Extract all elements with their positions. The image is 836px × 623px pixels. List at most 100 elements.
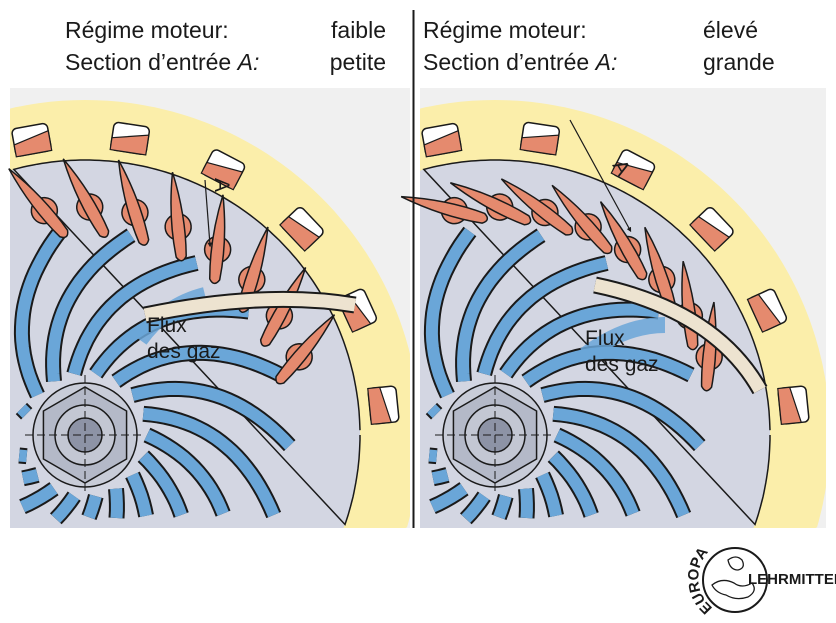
header-left: Régime moteur: faible Section d’entrée A… [65, 17, 386, 75]
speed-label: Régime moteur: [65, 17, 229, 43]
turbine-vane [110, 488, 123, 519]
globe-continents [711, 556, 755, 600]
turbine-vane [478, 257, 609, 376]
logo-text-bottom: LEHRMITTEL [748, 571, 836, 588]
housing-tooth [109, 121, 151, 156]
blade-body [551, 184, 613, 255]
tooth-insert [109, 134, 150, 156]
blade-body [275, 314, 336, 385]
turbine-vane [130, 382, 295, 450]
turbine-vane [549, 451, 597, 518]
turbine-vane [520, 488, 533, 519]
panel-high-speed [400, 88, 826, 528]
turbine-vane [144, 429, 229, 516]
turbine-vane [83, 494, 102, 520]
tooth-insert [689, 215, 731, 252]
turbine-vane [17, 404, 31, 419]
section-value: grande [703, 49, 775, 75]
guide-blade [62, 158, 110, 238]
turbine-vane [552, 407, 690, 518]
turbine-vane [68, 257, 199, 376]
turbine-vane [15, 227, 65, 398]
guide-blade [449, 182, 532, 226]
guide-blade [551, 184, 613, 255]
turbine-vane [540, 382, 705, 450]
housing-tooth [777, 385, 810, 426]
tooth-insert [746, 293, 782, 333]
housing-tooth [421, 122, 463, 158]
housing-tooth [279, 206, 324, 252]
turbine-vane [493, 494, 512, 520]
turbine-vane [522, 346, 694, 387]
turbine-vane [554, 429, 639, 516]
blade-body [449, 182, 532, 226]
guide-blade [599, 201, 648, 281]
guide-blade [237, 226, 269, 313]
blade-body [599, 201, 648, 281]
turbine-vane [461, 492, 490, 523]
blade-body [8, 168, 69, 239]
blade-body [500, 178, 574, 236]
flow-arrow [593, 278, 766, 394]
housing-tooth [746, 288, 788, 333]
housing-tooth [367, 385, 400, 426]
tooth-insert [367, 386, 393, 426]
globe-icon [702, 547, 768, 613]
europa-lehrmittel-logo: LEHRMITTEL EUROPA [685, 544, 836, 617]
turbine-vane [457, 230, 545, 382]
tooth-insert [777, 386, 803, 426]
guide-blade [695, 301, 723, 392]
flow-label: des gaz [585, 353, 659, 376]
guide-blade [500, 178, 574, 236]
turbine-vane [112, 346, 284, 387]
housing-tooth [200, 149, 246, 191]
header-right: Régime moteur: élevé Section d’entrée A:… [423, 17, 775, 75]
blade-body [62, 158, 110, 238]
turbine-vane [47, 230, 135, 382]
flow-label: des gaz [147, 340, 221, 363]
guide-blade [117, 159, 150, 246]
flow-arrow [143, 292, 357, 322]
section-label: Section d’entrée A: [423, 49, 617, 75]
tooth-insert [200, 161, 244, 191]
turbine-vane [430, 483, 468, 513]
section-value: petite [330, 49, 386, 75]
blade-body [237, 226, 269, 313]
tooth-insert [423, 129, 463, 158]
turbine-vane [18, 449, 28, 463]
tooth-insert [279, 215, 321, 252]
guide-blade [400, 195, 489, 225]
blade-body [208, 194, 226, 285]
guide-blade [164, 171, 192, 262]
tooth-insert [519, 134, 560, 156]
housing-tooth [610, 149, 656, 191]
speed-value: élevé [703, 17, 758, 43]
turbine-vane [127, 472, 152, 518]
tooth-insert [13, 129, 53, 158]
turbine-vane [425, 227, 475, 398]
speed-label: Régime moteur: [423, 17, 587, 43]
flow-label: Flux [147, 314, 187, 337]
housing-tooth [11, 122, 53, 158]
blade-body [117, 159, 150, 246]
dimension-a-label: A [210, 178, 233, 192]
turbine-vane [21, 469, 40, 485]
turbine-vane [537, 472, 562, 518]
guide-blade [8, 168, 69, 239]
blade-body [400, 195, 489, 224]
turbine-vane [431, 469, 450, 485]
housing-tooth [519, 121, 561, 156]
guide-blade [275, 314, 336, 385]
tooth-insert [610, 161, 654, 191]
dimension-line [569, 119, 632, 233]
turbine-vane [20, 483, 58, 513]
dimension-line [204, 179, 213, 248]
section-label: Section d’entrée A: [65, 49, 259, 75]
gas-flow-band [580, 317, 666, 362]
turbine-vane [139, 451, 187, 518]
speed-value: faible [331, 17, 386, 43]
nozzle-disc-edge [422, 159, 771, 526]
flow-label: Flux [585, 327, 625, 350]
turbine-vane [500, 303, 660, 378]
